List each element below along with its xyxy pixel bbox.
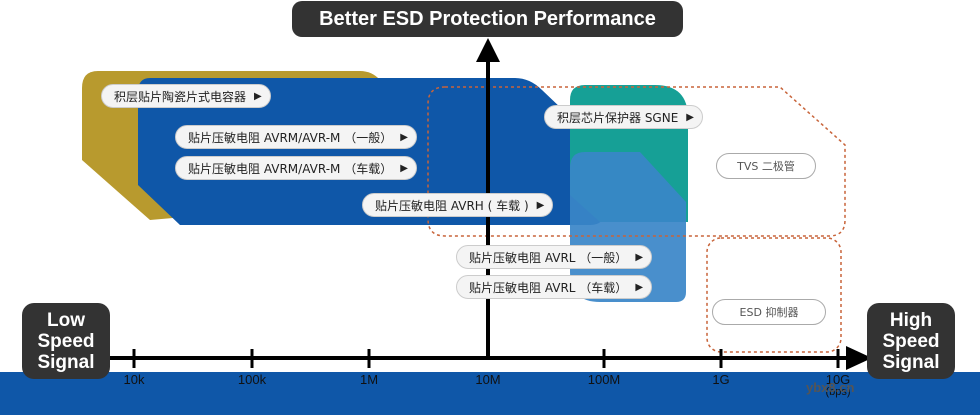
avrl-general-pill-label: 贴片压敏电阻 AVRL （一般） [469,250,628,265]
tick-label-10g: 10G [825,372,851,387]
high-speed-label: High Speed Signal [867,303,955,379]
mlcc-pill-label: 积层贴片陶瓷片式电容器 [114,89,247,104]
sgne-pill-label: 积层芯片保护器 SGNE [557,110,679,125]
play-arrow-icon: ▶ [635,281,644,293]
tick-label-100k: 100k [237,372,267,387]
page-title: Better ESD Protection Performance [292,1,683,37]
sgne-pill[interactable]: 积层芯片保护器 SGNE ▶ [544,105,703,129]
avrl-auto-pill[interactable]: 贴片压敏电阻 AVRL （车载） ▶ [456,275,653,299]
low-speed-line-1: Low [47,309,85,331]
play-arrow-icon: ▶ [536,199,545,211]
high-speed-line-3: Signal [882,351,940,373]
low-speed-label: Low Speed Signal [22,303,110,379]
tick-label-10k: 10k [123,372,145,387]
axis-ticks [132,349,840,368]
esd-suppressor-region [706,237,842,353]
esd-suppressor-pill[interactable]: ESD 抑制器 [712,299,826,325]
avrl-general-pill[interactable]: 贴片压敏电阻 AVRL （一般） ▶ [456,245,653,269]
watermark: ybx8.cn [806,380,855,395]
low-speed-line-3: Signal [37,351,95,373]
tick-label-1g: 1G [712,372,730,387]
avrh-auto-pill[interactable]: 贴片压敏电阻 AVRH ( 车载 ) ▶ [362,193,554,217]
tick-label-10m: 10M [475,372,501,387]
y-axis-arrowhead [476,38,500,62]
play-arrow-icon: ▶ [400,162,408,174]
axis-unit-label: (bps) [825,386,851,398]
play-arrow-icon: ▶ [400,131,408,143]
avrh-auto-pill-label: 贴片压敏电阻 AVRH ( 车载 ) [375,198,529,213]
tick-label-100m: 100M [587,372,621,387]
avrm-auto-pill-label: 贴片压敏电阻 AVRM/AVR-M （车载） [188,161,393,176]
high-speed-line-1: High [889,309,933,331]
avrm-general-pill[interactable]: 贴片压敏电阻 AVRM/AVR-M （一般） ▶ [175,125,417,149]
play-arrow-icon: ▶ [635,251,644,263]
mlcc-pill[interactable]: 积层贴片陶瓷片式电容器 ▶ [101,84,271,108]
x-axis-arrowhead [846,346,872,370]
tvs-pill[interactable]: TVS 二极管 [716,153,816,179]
tick-label-1m: 1M [359,372,379,387]
play-arrow-icon: ▶ [686,111,694,123]
high-speed-line-2: Speed [882,330,940,352]
avrm-general-pill-label: 贴片压敏电阻 AVRM/AVR-M （一般） [188,130,393,145]
avrl-auto-pill-label: 贴片压敏电阻 AVRL （车载） [469,280,628,295]
low-speed-line-2: Speed [37,330,95,352]
play-arrow-icon: ▶ [254,90,262,102]
bottom-band [0,372,980,415]
avrm-auto-pill[interactable]: 贴片压敏电阻 AVRM/AVR-M （车载） ▶ [175,156,417,180]
